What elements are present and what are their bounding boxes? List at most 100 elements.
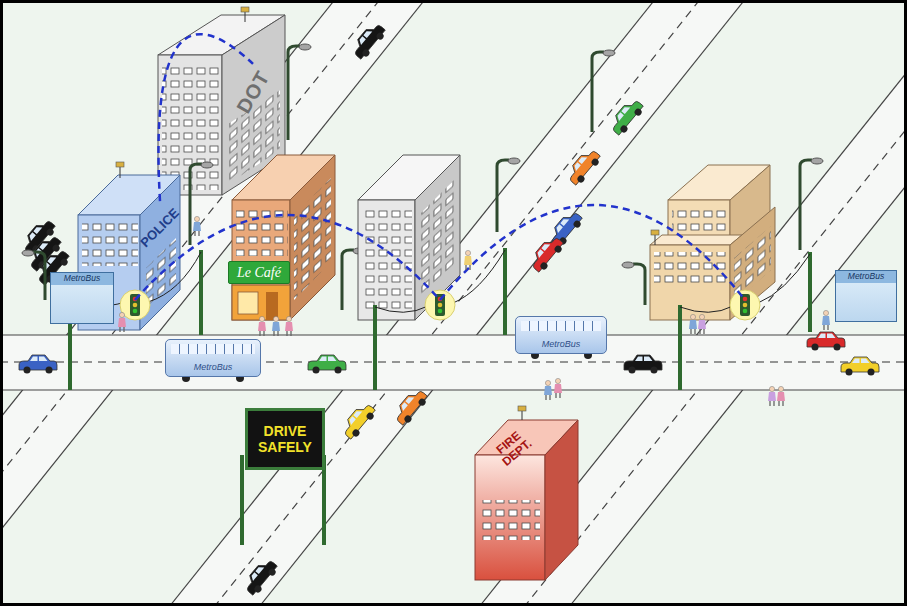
- poles: [68, 248, 812, 390]
- wire: [758, 254, 810, 303]
- lamp: [299, 44, 311, 50]
- metro-bus: MetroBus: [165, 339, 261, 377]
- wireless-link: [158, 34, 253, 201]
- facade: [475, 455, 545, 580]
- car: [19, 355, 57, 374]
- road-edge: [0, 334, 907, 335]
- facade: [232, 200, 290, 320]
- pedestrian: [464, 250, 472, 270]
- halo: [425, 290, 455, 320]
- car: [624, 355, 662, 374]
- windows: [654, 252, 728, 288]
- car: [807, 332, 845, 351]
- windows: [82, 222, 138, 266]
- windows: [672, 206, 728, 236]
- street-light: [592, 50, 615, 132]
- lane-line: [525, 0, 907, 606]
- road-edge: [570, 0, 907, 606]
- label-text: FIRE DEPT.: [487, 423, 539, 473]
- car: [339, 400, 378, 441]
- windows: [419, 178, 456, 300]
- side-wall: [415, 155, 460, 320]
- lamp: [743, 303, 748, 308]
- lane-line: [0, 0, 380, 606]
- signal-pole: [373, 305, 377, 390]
- pole: [800, 160, 812, 250]
- car: [308, 355, 346, 374]
- side-wall: [290, 155, 335, 320]
- windows: [362, 206, 412, 314]
- lamp: [603, 50, 615, 56]
- lamp: [22, 250, 34, 256]
- shop-window: [238, 292, 258, 314]
- pedestrian: [698, 314, 706, 334]
- pedestrian: [544, 380, 552, 400]
- antenna: [518, 406, 526, 411]
- facade: [358, 200, 415, 320]
- pedestrian: [554, 378, 562, 398]
- car: [564, 146, 603, 187]
- pole: [497, 160, 509, 232]
- cafe-building: [232, 155, 335, 320]
- road-edge: [0, 0, 425, 606]
- windows: [236, 206, 288, 256]
- wire: [680, 306, 733, 312]
- span-wires: [70, 250, 810, 312]
- lamp: [811, 158, 823, 164]
- fire-station: [475, 406, 578, 580]
- lane-line: [215, 0, 700, 606]
- pedestrian: [118, 312, 126, 332]
- bus-shelter: MetroBus: [50, 272, 114, 324]
- pole: [592, 52, 604, 132]
- car: [241, 556, 280, 597]
- building-sign: DOT: [229, 64, 277, 120]
- antenna: [116, 162, 124, 167]
- pole: [33, 252, 45, 300]
- metro-bus: MetroBus: [515, 316, 607, 354]
- road: [0, 335, 907, 390]
- wire-pole: [808, 252, 812, 332]
- lamp: [133, 309, 138, 314]
- label-text: Le Café: [237, 265, 281, 280]
- pole: [190, 164, 202, 245]
- side-wall: [545, 420, 578, 580]
- pedestrian: [777, 386, 785, 406]
- antenna: [651, 230, 659, 235]
- street-light: [622, 262, 645, 305]
- wire: [453, 250, 505, 303]
- pedestrian: [193, 216, 201, 236]
- door: [266, 292, 278, 320]
- road: [0, 0, 425, 606]
- car: [841, 357, 879, 376]
- bus-shelter: MetroBus: [835, 270, 897, 322]
- pole: [288, 46, 300, 140]
- wire-pole: [199, 250, 203, 335]
- lamp: [201, 162, 213, 168]
- label-text: POLICE: [138, 206, 182, 250]
- traffic-light: [425, 290, 455, 320]
- label-text: DRIVE SAFELY: [248, 423, 322, 455]
- building-sign: POLICE: [133, 201, 187, 255]
- lane-line: [0, 361, 907, 362]
- pedestrian: [272, 316, 280, 336]
- pole: [342, 250, 354, 310]
- label-text: MetroBus: [848, 271, 884, 282]
- wire-pole: [503, 248, 507, 335]
- pedestrian: [285, 316, 293, 336]
- label-text: DOT: [232, 67, 274, 117]
- street-light: [288, 44, 311, 140]
- car: [349, 20, 388, 61]
- antenna: [655, 234, 656, 245]
- signal-head: [740, 294, 750, 316]
- label-text: MetroBus: [194, 363, 233, 373]
- road-edge: [0, 0, 335, 606]
- lamp: [438, 303, 443, 308]
- apartment-building: [650, 165, 775, 320]
- street-light: [800, 158, 823, 250]
